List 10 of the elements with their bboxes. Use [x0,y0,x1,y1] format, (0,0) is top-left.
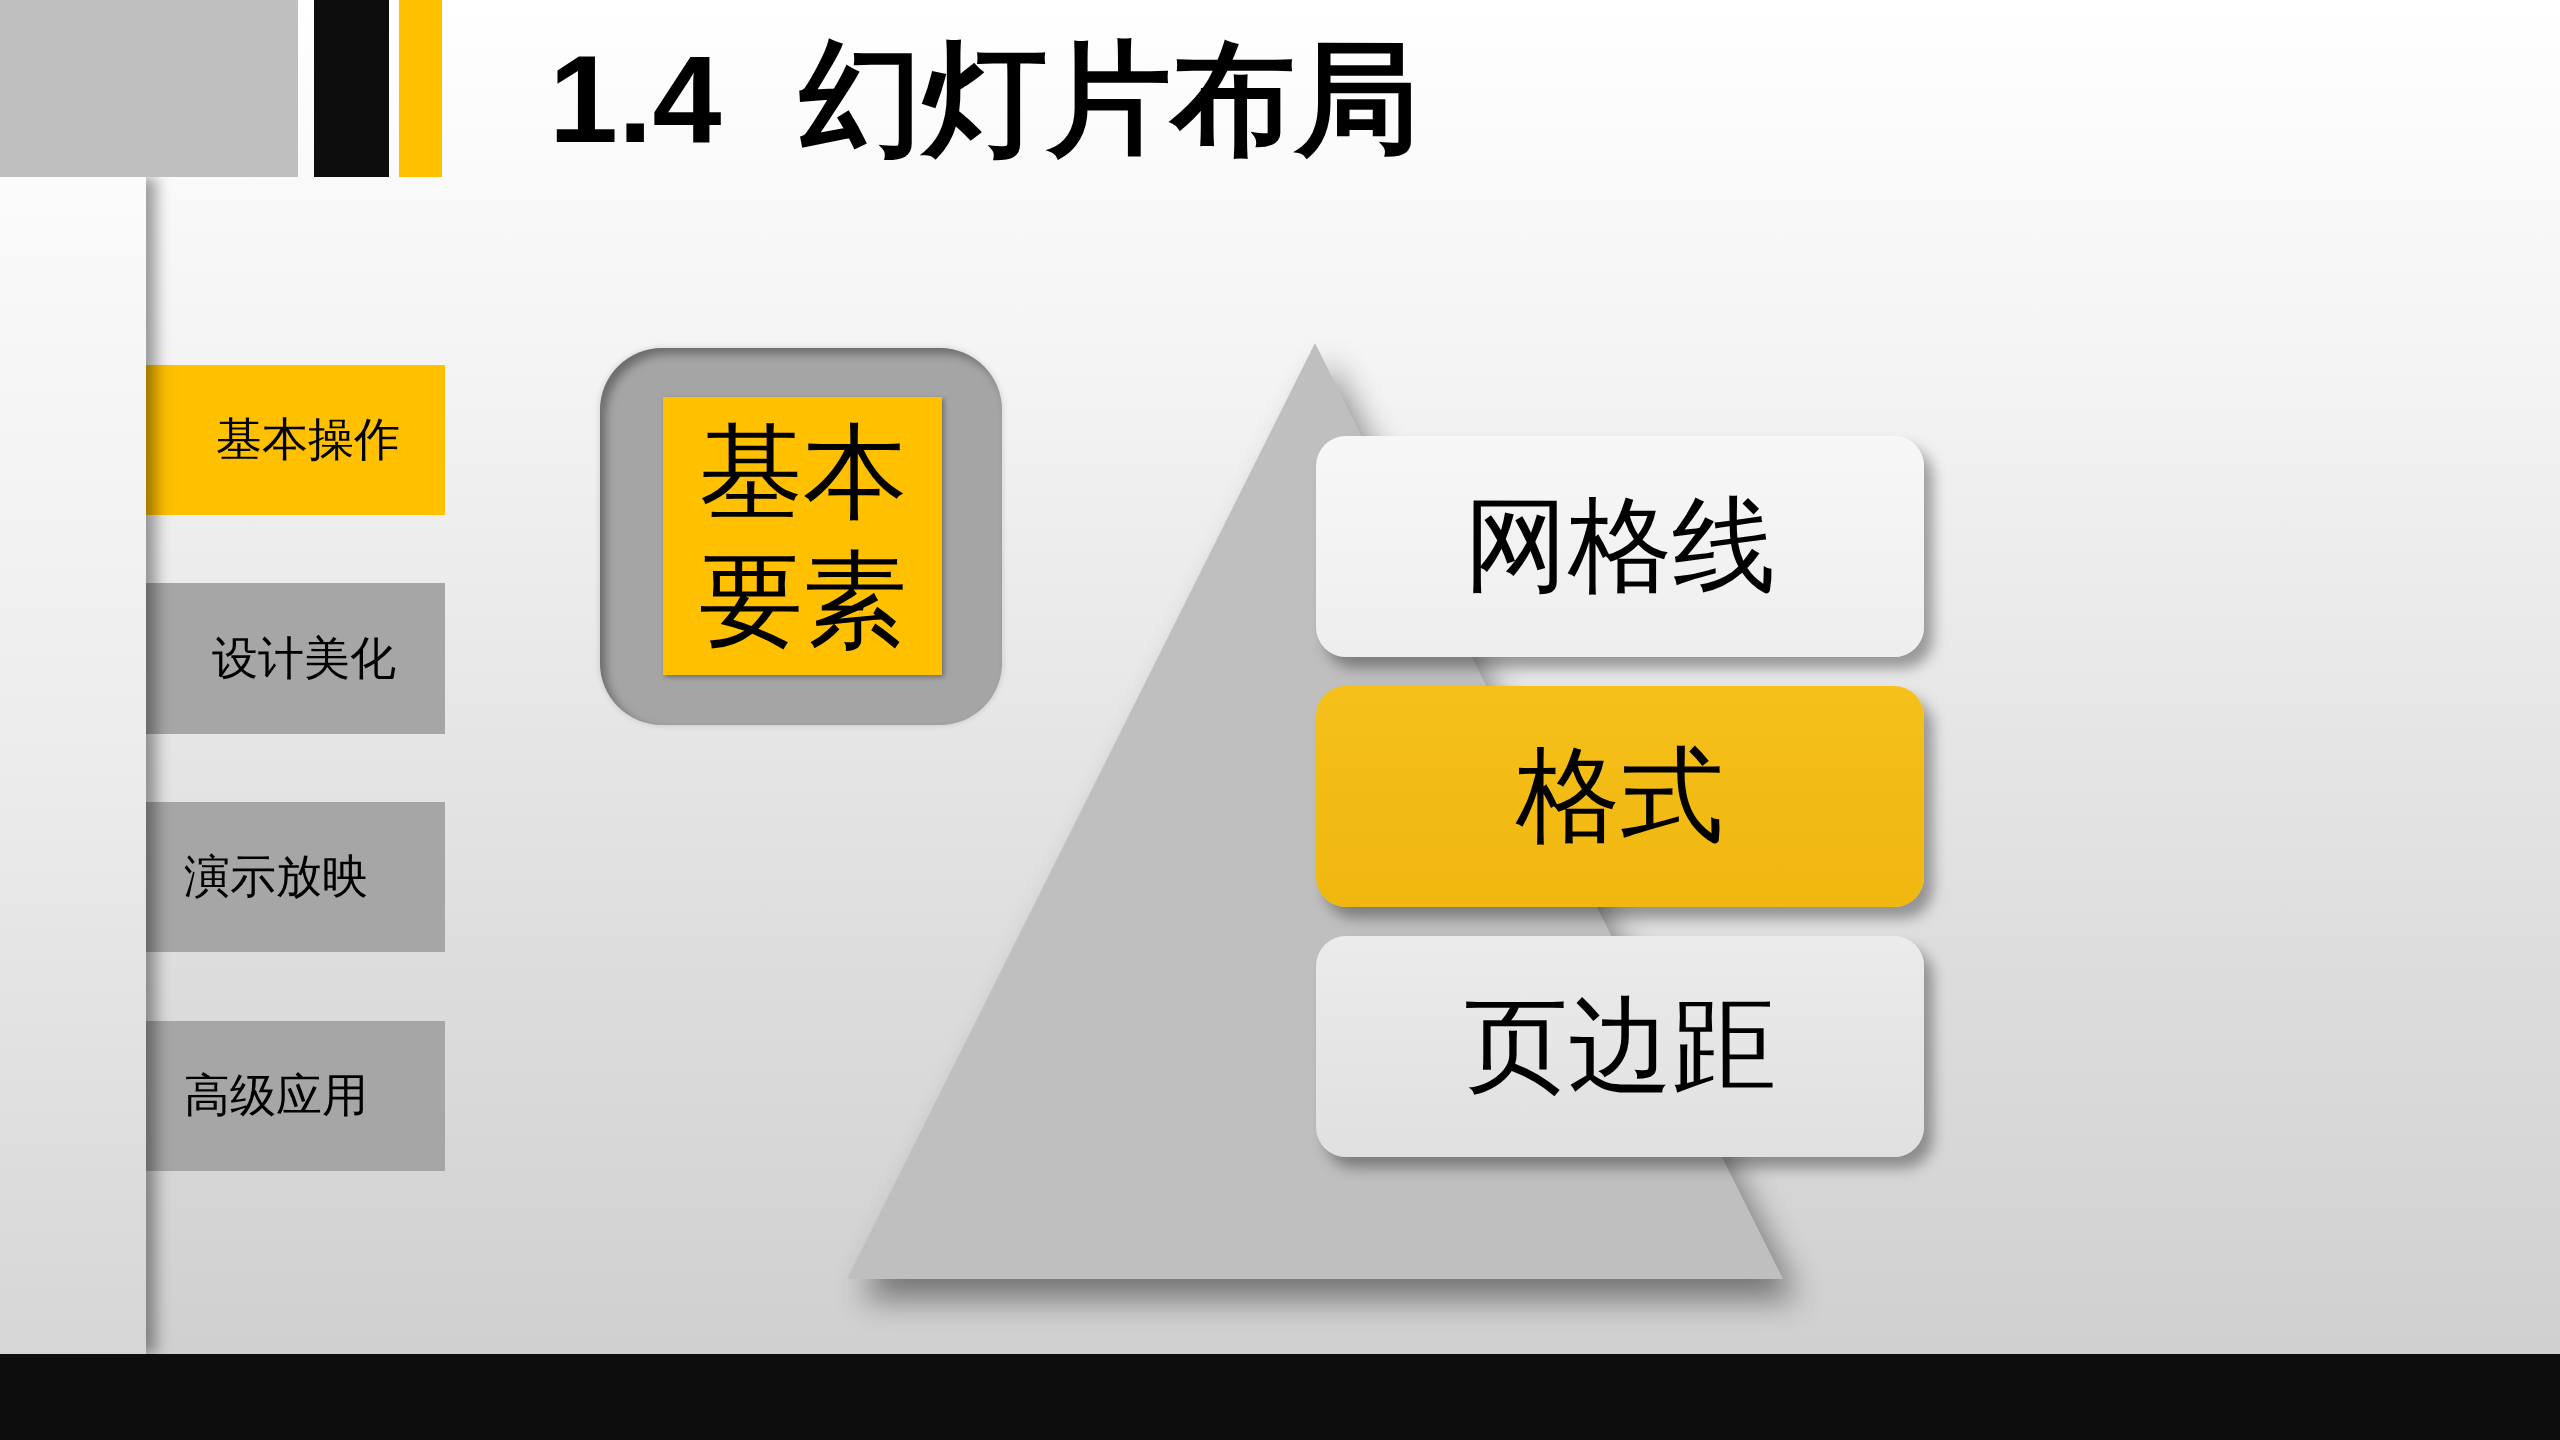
topic-box: 页边距 [1316,936,1924,1157]
menu-tab: 演示放映 [146,802,445,952]
slide-title: 1.4 幻灯片布局 [549,29,1420,170]
rounded-frame [600,348,1002,725]
menu-tab: 基本操作 [146,365,445,515]
menu-tab: 高级应用 [146,1021,445,1171]
heading-tile: 基本要素 [663,397,942,675]
menu-tab: 设计美化 [146,583,445,734]
topic-box: 格式 [1316,686,1924,907]
topic-box: 网格线 [1316,436,1924,657]
